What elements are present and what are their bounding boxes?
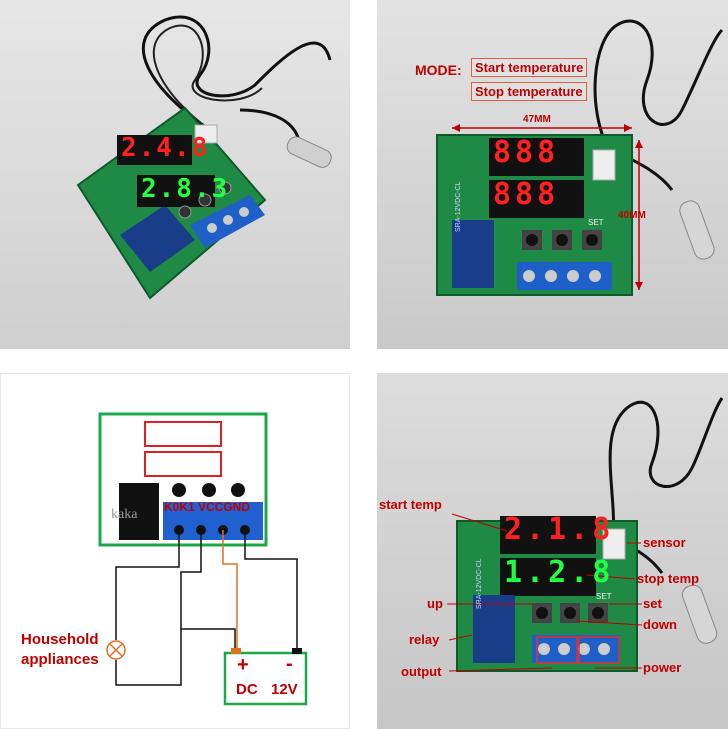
load-label-line1: Household: [21, 631, 99, 648]
down-label: down: [643, 617, 677, 632]
thermostat-board-illustration: [76, 15, 332, 300]
product-photo-2: 888 888 MODE: Start temperature Stop tem…: [377, 0, 728, 349]
terminal-labels: K0K1 VCCGND: [164, 500, 251, 514]
relay-text: SRA-12VDC-CL: [476, 558, 483, 609]
set-label: set: [643, 596, 662, 611]
start-temperature-label: Start temperature: [471, 58, 588, 77]
annotated-board-illustration: [447, 397, 724, 672]
watermark-text: kaka: [111, 507, 138, 522]
display-top: 2.4.8: [121, 133, 210, 163]
start-temp-label: start temp: [379, 497, 442, 512]
stop-temperature-label: Stop temperature: [471, 82, 587, 101]
sensor-label: sensor: [643, 535, 686, 550]
product-photo-1: 2.4.8 2.8.3: [0, 0, 350, 349]
output-label: output: [401, 664, 442, 679]
mode-label: MODE:: [415, 62, 462, 78]
voltage-label: 12V: [271, 681, 298, 698]
dimension-board-illustration: [436, 19, 724, 296]
stop-temp-label: stop temp: [637, 571, 700, 586]
relay-text: SRA-12VDC-CL: [455, 181, 462, 232]
height-dimension-label: 40MM: [618, 210, 646, 221]
set-silkscreen: SET: [588, 218, 604, 227]
display-top-blank: 888: [493, 135, 560, 170]
width-dimension-label: 47MM: [523, 114, 551, 125]
display-bottom: 1.2.8: [504, 555, 615, 590]
up-label: up: [427, 596, 443, 611]
load-label-line2: appliances: [21, 651, 99, 668]
display-bottom: 2.8.3: [141, 174, 230, 204]
wiring-diagram: K0K1 VCCGND kaka Household appliances + …: [0, 373, 350, 729]
annotated-photo: 2.1.8 1.2.8 SRA-12VDC-CL SET start temp …: [377, 373, 728, 729]
display-bottom-blank: 888: [493, 177, 560, 212]
plus-sign: +: [237, 654, 249, 676]
set-silkscreen: SET: [596, 592, 612, 601]
dc-label: DC: [236, 681, 258, 698]
wiring-diagram-svg: [98, 412, 308, 706]
minus-sign: -: [286, 653, 293, 675]
power-label: power: [643, 660, 682, 675]
relay-label: relay: [409, 632, 440, 647]
display-top: 2.1.8: [504, 512, 615, 547]
